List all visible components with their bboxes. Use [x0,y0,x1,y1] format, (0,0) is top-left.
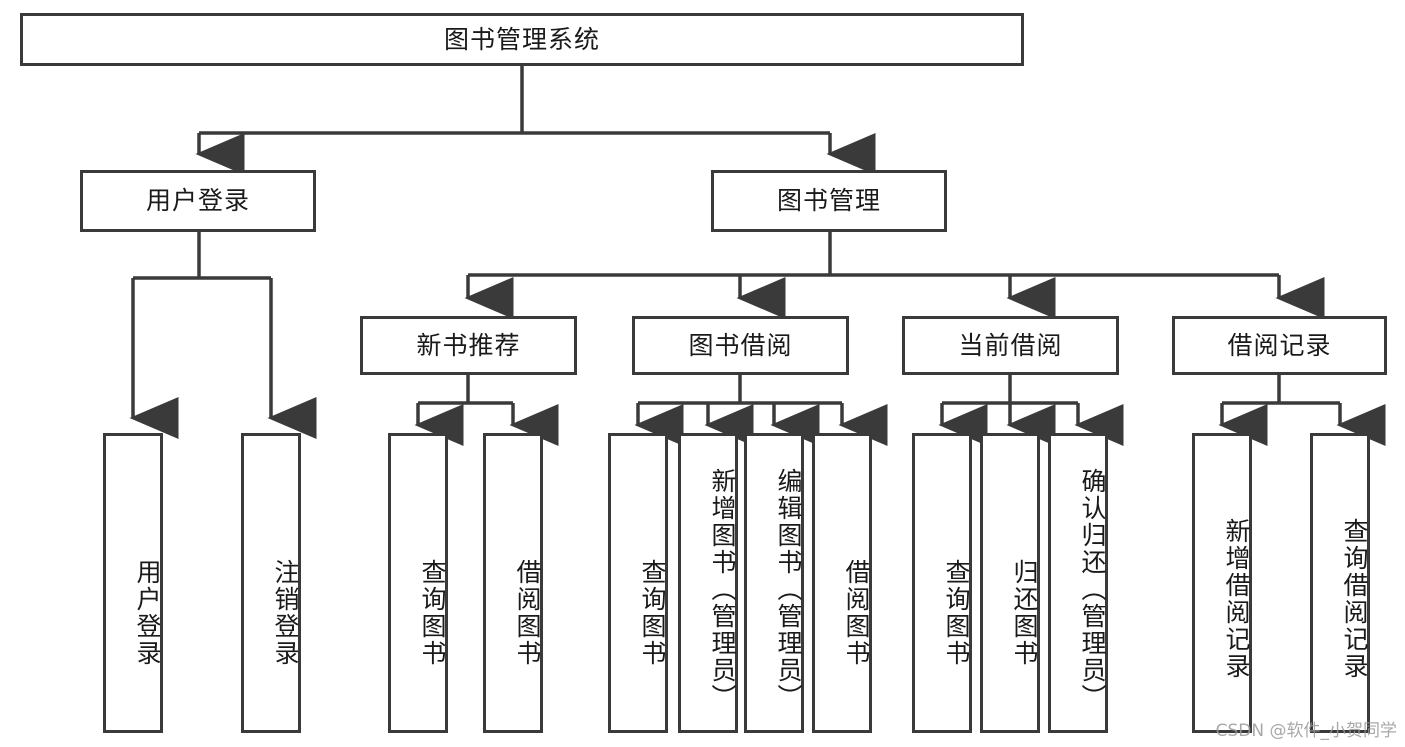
node-book-borrow[interactable]: 图书借阅 [632,316,849,375]
node-user-login[interactable]: 用户登录 [80,170,316,232]
leaf-query-book-1-label: 查询图书 [418,559,447,667]
leaf-return-book-label: 归还图书 [1010,559,1039,667]
leaf-add-book[interactable]: 新增图书（管理员） [678,433,738,733]
leaf-query-record-label: 查询借阅记录 [1340,518,1369,680]
node-root-label: 图书管理系统 [443,24,600,54]
node-new-book-recommend[interactable]: 新书推荐 [360,316,577,375]
node-user-login-label: 用户登录 [145,186,250,215]
leaf-borrow-book-2-label: 借阅图书 [842,559,871,667]
node-current-borrow-label: 当前借阅 [958,330,1063,360]
leaf-add-book-label: 新增图书（管理员） [708,467,737,711]
leaf-query-book-3-label: 查询图书 [942,559,971,667]
leaf-user-logout-label: 注销登录 [271,559,300,667]
watermark: CSDN @软件_小贺同学 [1215,721,1397,741]
leaf-edit-book-label: 编辑图书（管理员） [774,467,803,711]
leaf-add-record-label: 新增借阅记录 [1222,518,1251,680]
leaf-user-login-label: 用户登录 [133,559,162,667]
leaf-borrow-book-1-label: 借阅图书 [513,559,542,667]
node-borrow-record-label: 借阅记录 [1227,330,1332,360]
leaf-query-book-2[interactable]: 查询图书 [608,433,668,733]
node-root[interactable]: 图书管理系统 [20,13,1024,66]
leaf-confirm-return-label: 确认归还（管理员） [1078,467,1107,711]
leaf-query-book-3[interactable]: 查询图书 [912,433,972,733]
leaf-query-book-1[interactable]: 查询图书 [388,433,448,733]
node-current-borrow[interactable]: 当前借阅 [902,316,1119,375]
leaf-user-logout[interactable]: 注销登录 [241,433,301,733]
node-book-management[interactable]: 图书管理 [711,170,947,232]
leaf-borrow-book-2[interactable]: 借阅图书 [812,433,872,733]
leaf-borrow-book-1[interactable]: 借阅图书 [483,433,543,733]
leaf-query-book-2-label: 查询图书 [638,559,667,667]
leaf-edit-book[interactable]: 编辑图书（管理员） [744,433,804,733]
leaf-add-record[interactable]: 新增借阅记录 [1192,433,1252,733]
node-borrow-record[interactable]: 借阅记录 [1172,316,1387,375]
node-new-book-recommend-label: 新书推荐 [416,330,521,360]
leaf-query-record[interactable]: 查询借阅记录 [1310,433,1370,733]
leaf-user-login[interactable]: 用户登录 [103,433,163,733]
leaf-return-book[interactable]: 归还图书 [980,433,1040,733]
node-book-borrow-label: 图书借阅 [688,330,793,360]
leaf-confirm-return[interactable]: 确认归还（管理员） [1048,433,1108,733]
node-book-management-label: 图书管理 [776,186,881,215]
